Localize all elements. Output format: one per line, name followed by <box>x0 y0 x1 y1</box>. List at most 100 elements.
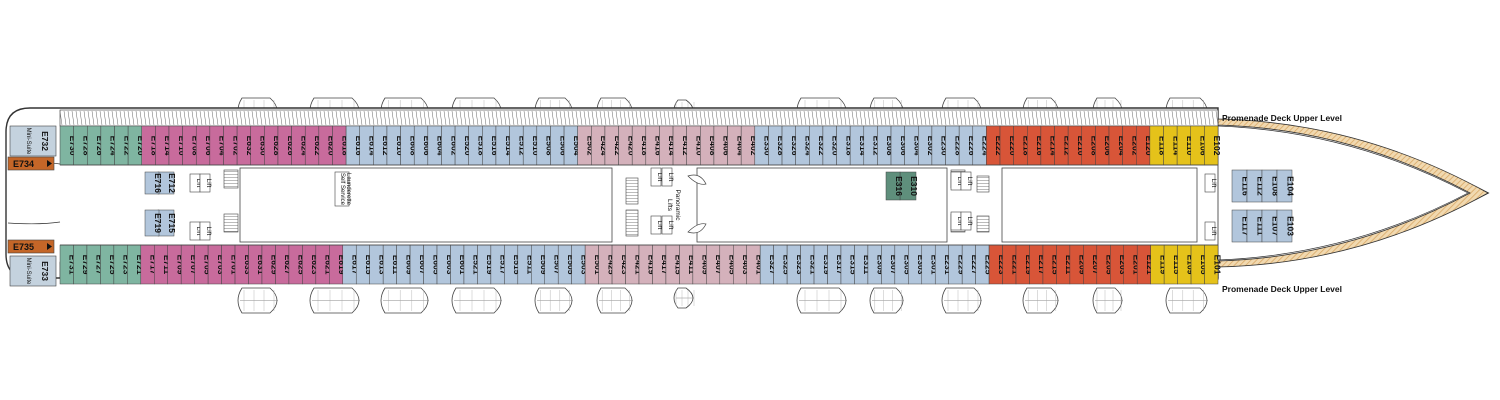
cabin-E732[interactable] <box>9 125 57 157</box>
launderette: Self Service Launderette <box>334 171 351 207</box>
cabin-E211-label: E211 <box>1064 255 1074 275</box>
cabin-E631-label: E631 <box>256 255 266 275</box>
cabin-E735[interactable] <box>7 239 55 254</box>
cabin-E711-label: E711 <box>162 255 172 275</box>
cabin-E205-label: E205 <box>1105 255 1115 275</box>
cabin-E302-label: E302 <box>926 136 936 156</box>
cabin-E325-label: E325 <box>781 255 791 275</box>
cabin-E324-label: E324 <box>803 136 813 156</box>
panoramic-label: Panoramic <box>674 189 681 221</box>
cabin-E306-label: E306 <box>899 136 909 156</box>
lifeboat-bottom-3 <box>451 287 502 314</box>
cabin-E714-label: E714 <box>163 136 173 156</box>
cabin-E409-label: E409 <box>701 255 711 275</box>
cabin-E317-label: E317 <box>835 255 845 275</box>
lift-label-8: Lift <box>956 177 963 186</box>
cabin-E201-label: E201 <box>1131 255 1141 275</box>
cabin-E104[interactable]: E104 <box>1276 169 1296 203</box>
cabin-E231-label: E231 <box>943 255 953 275</box>
cabin-E406-label: E406 <box>722 136 732 156</box>
cabin-E724-label: E724 <box>109 136 119 156</box>
cabin-E712[interactable]: E712 <box>157 171 177 195</box>
cabin-E303-label: E303 <box>916 255 926 275</box>
cabin-E114-label: E114 <box>1171 136 1181 156</box>
cabin-E706-label: E706 <box>204 136 214 156</box>
cabin-E716[interactable]: E716 <box>144 171 163 195</box>
lift-13: Lift <box>1204 221 1217 241</box>
cabin-E327-label: E327 <box>768 255 778 275</box>
lift-label-9: Lift <box>966 177 973 186</box>
lifeboat-bottom-11 <box>1165 287 1208 314</box>
cabin-E119-label: E119 <box>1158 255 1168 275</box>
cabin-E517-label: E517 <box>499 255 509 275</box>
cabin-E415-label: E415 <box>674 255 684 275</box>
cabin-E510-label: E510 <box>531 136 541 156</box>
cabin-E103[interactable]: E103 <box>1276 209 1296 243</box>
cabin-E107[interactable]: E107 <box>1261 209 1281 243</box>
cabin-E733-sub: Mini-Suite <box>25 258 31 285</box>
cabin-E732-sub: Mini-Suite <box>25 128 31 155</box>
cabin-E734[interactable] <box>7 156 55 171</box>
deck-label-top: Promenade Deck Upper Level <box>1222 113 1342 123</box>
cabin-E312-label: E312 <box>872 136 882 156</box>
cabin-E203-label: E203 <box>1118 255 1128 275</box>
cabin-E218-label: E218 <box>1021 136 1031 156</box>
cabin-E121-label: E121 <box>1145 255 1155 275</box>
cabin-E521-label: E521 <box>472 255 482 275</box>
cabin-E603-label: E603 <box>445 255 455 275</box>
bow-deck <box>1217 118 1489 280</box>
lift-12: Lift <box>1204 173 1217 193</box>
cabin-E730-label: E730 <box>68 136 78 156</box>
cabin-E407-label: E407 <box>714 255 724 275</box>
lift-label-2: Lift <box>195 227 202 236</box>
cabin-E612-label: E612 <box>381 136 391 156</box>
cabin-E628-label: E628 <box>272 136 282 156</box>
cabin-E108-label: E108 <box>1271 176 1281 196</box>
cabin-E617-label: E617 <box>351 255 361 275</box>
cabin-E704-label: E704 <box>218 136 228 156</box>
cabin-E229-label: E229 <box>956 255 966 275</box>
cabin-E318-label: E318 <box>844 136 854 156</box>
cabin-E609-label: E609 <box>404 255 414 275</box>
self-service-label: Self Service <box>339 173 345 206</box>
cabin-E212-label: E212 <box>1062 136 1072 156</box>
cabin-E604-label: E604 <box>436 136 446 156</box>
lift-label-10: Lift <box>956 217 963 226</box>
cabin-E230-label: E230 <box>940 136 950 156</box>
cabin-E216-label: E216 <box>1035 136 1045 156</box>
cabin-E416-label: E416 <box>654 136 664 156</box>
lifeboat-bottom-6 <box>796 287 847 314</box>
cabin-E421-label: E421 <box>633 255 643 275</box>
cabin-E709-label: E709 <box>175 255 185 275</box>
cabin-E615-label: E615 <box>364 255 374 275</box>
cabin-E719[interactable]: E719 <box>144 209 163 237</box>
cabin-E735-label: E735 <box>13 242 34 252</box>
cabin-E621-label: E621 <box>324 255 334 275</box>
cabin-E316[interactable]: E316 <box>885 171 904 201</box>
lift-label-12: Lift <box>1210 179 1217 188</box>
cabin-E726-label: E726 <box>95 136 105 156</box>
cabin-E402-label: E402 <box>749 136 759 156</box>
lift-9: Lift <box>960 171 973 191</box>
lifeboat-bottom-1 <box>309 287 360 314</box>
cabin-E703-label: E703 <box>216 255 226 275</box>
cabin-E320-label: E320 <box>831 136 841 156</box>
cabin-E503-label: E503 <box>579 255 589 275</box>
cabin-E215-label: E215 <box>1051 255 1061 275</box>
cabin-E308-label: E308 <box>885 136 895 156</box>
cabin-E226-label: E226 <box>967 136 977 156</box>
cabin-E715-label: E715 <box>167 213 177 233</box>
cabin-E624-label: E624 <box>299 136 309 156</box>
cabin-E214-label: E214 <box>1049 136 1059 156</box>
cabin-E404-label: E404 <box>735 136 745 156</box>
cabin-E733[interactable] <box>9 255 57 287</box>
cabin-E227-label: E227 <box>970 255 980 275</box>
cabin-E418-label: E418 <box>640 136 650 156</box>
cabin-E734-label: E734 <box>13 159 34 169</box>
cabin-E223-label: E223 <box>997 255 1007 275</box>
cabin-E710-label: E710 <box>177 136 187 156</box>
aft-suites: E732 Mini-Suite E733 Mini-Suite E734 E73… <box>7 125 57 287</box>
